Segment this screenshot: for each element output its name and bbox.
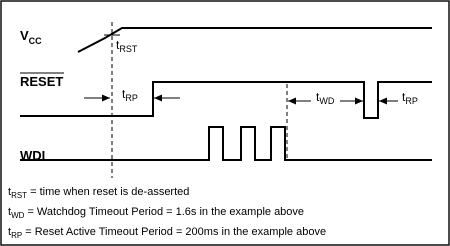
t-rp-arrowhead-right [154, 94, 162, 102]
legend-t-rst: tRST = time when reset is de-asserted [8, 186, 189, 200]
legend: tRST = time when reset is de-asserted tW… [8, 186, 326, 240]
reset-label: RESET [20, 74, 63, 89]
t-rp-label: tRP [122, 87, 138, 103]
wdi-waveform [20, 126, 432, 161]
t-rp2-arrowhead [379, 97, 387, 105]
t-rst-label: tRST [116, 38, 138, 54]
legend-t-wd: tWD = Watchdog Timeout Period = 1.6s in … [8, 206, 304, 220]
t-wd-arrowhead-right [355, 97, 363, 105]
vcc-waveform [77, 27, 432, 53]
legend-t-rp: tRP = Reset Active Timeout Period = 200m… [8, 226, 326, 240]
reset-waveform [20, 81, 432, 119]
t-rp2-label: tRP [402, 90, 418, 106]
vcc-label: VCC [20, 28, 42, 46]
t-rp-arrowhead-left [102, 94, 110, 102]
t-wd-arrowhead-left [288, 97, 296, 105]
t-wd-label: tWD [316, 90, 335, 106]
